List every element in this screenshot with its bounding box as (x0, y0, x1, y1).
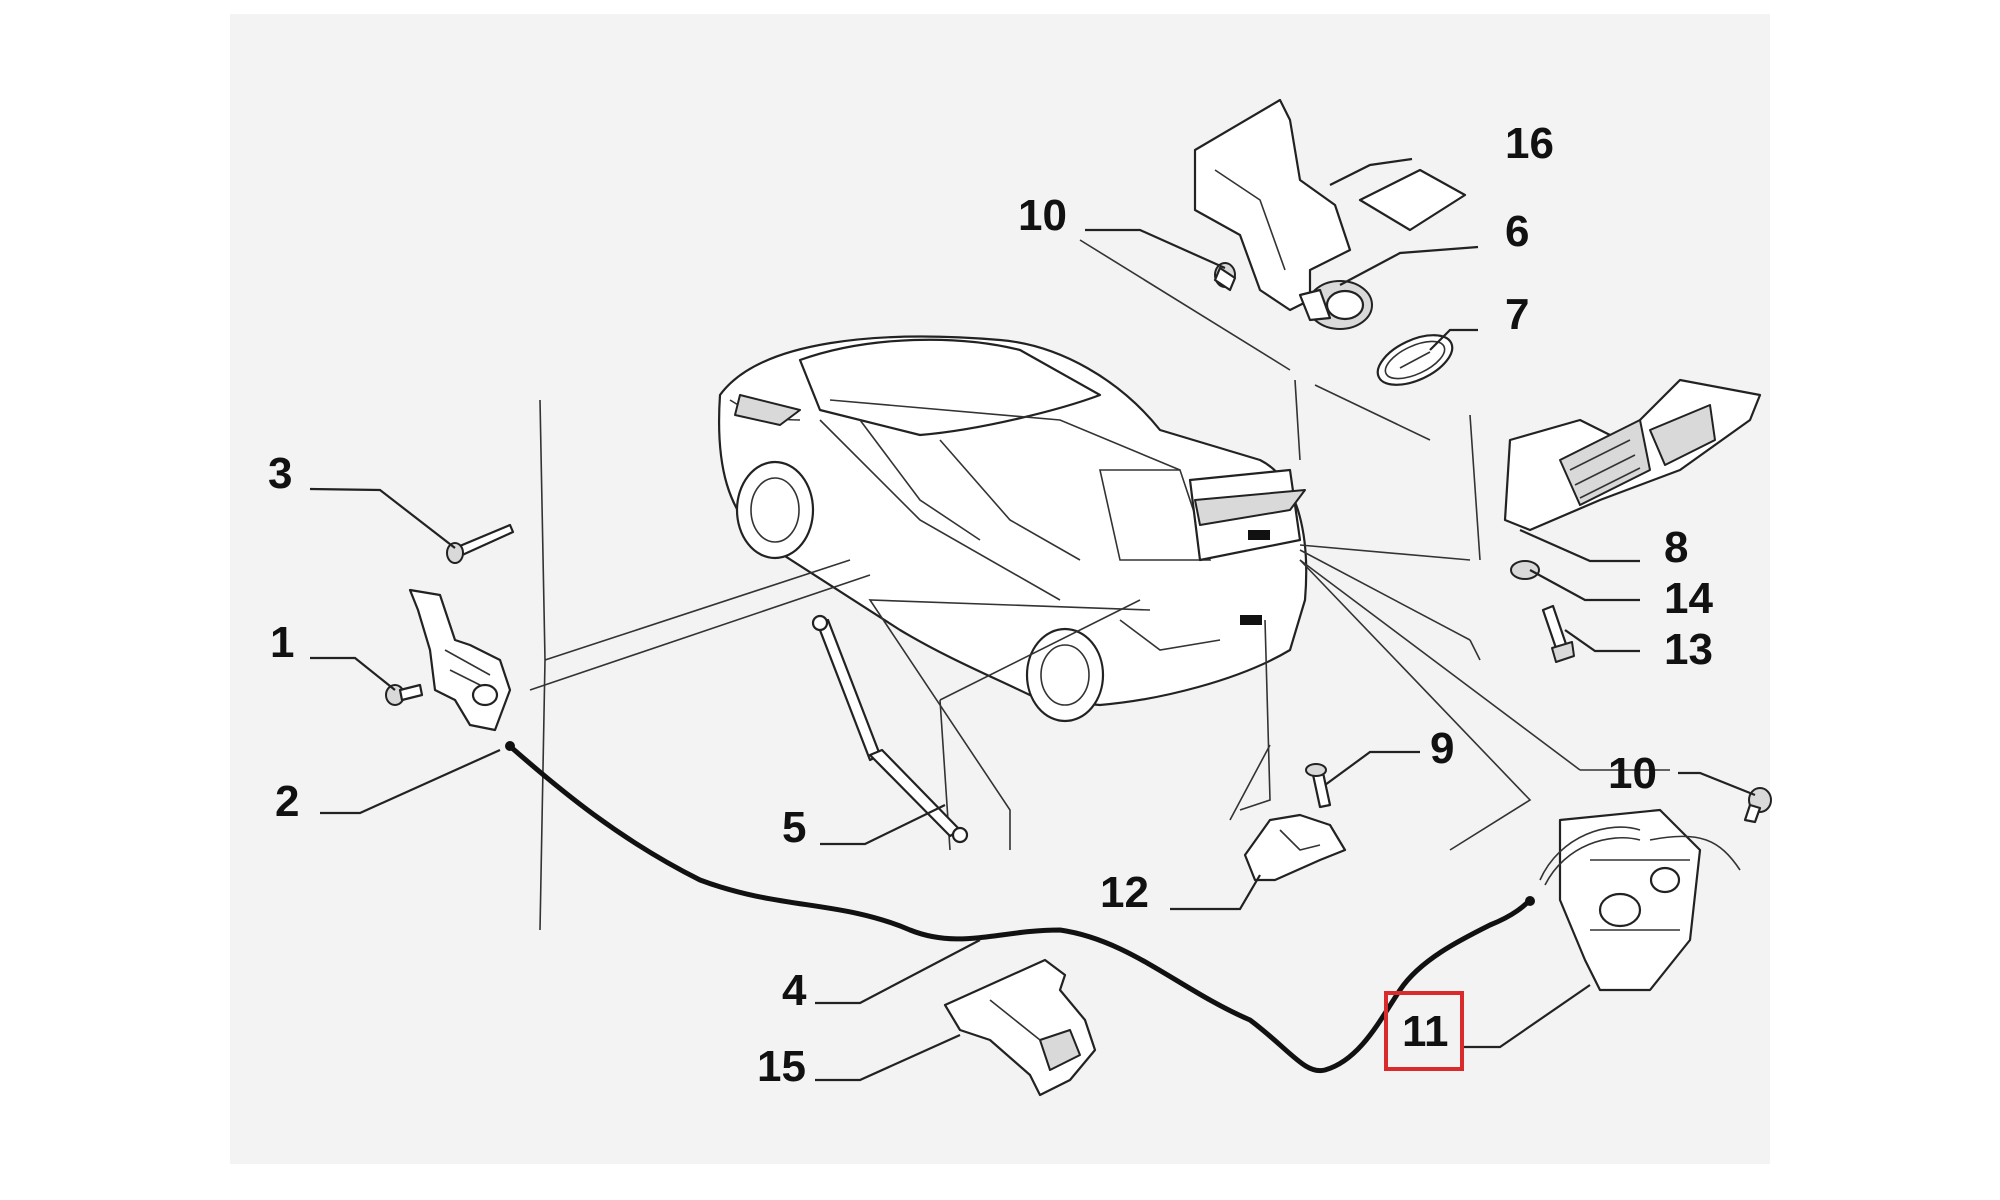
callout-3: 3 (268, 449, 292, 498)
part-12-striker (1243, 813, 1347, 882)
callout-14: 14 (1664, 574, 1713, 623)
leader-lines (309, 157, 1756, 1082)
callout-numbers: 16 10 6 7 3 8 14 1 13 9 10 2 5 12 4 11 1… (268, 119, 1713, 1091)
car-illustration (717, 335, 1308, 723)
part-9-bolt (1305, 763, 1332, 809)
callout-5: 5 (782, 803, 806, 852)
part-5-gas-strut (811, 614, 969, 844)
part-3-rivet (446, 523, 515, 564)
guide-lines (529, 239, 1670, 931)
marker-latch (1240, 615, 1262, 625)
callout-2: 2 (275, 777, 299, 826)
part-8-tray (1503, 378, 1762, 532)
part-7-gasket (1376, 334, 1454, 386)
cable-end-right (1525, 896, 1535, 906)
callout-15: 15 (757, 1042, 806, 1091)
callout-10-lower: 10 (1608, 749, 1657, 798)
cable-end-left (505, 741, 515, 751)
part-13-bolt (1541, 604, 1575, 663)
callout-16: 16 (1505, 119, 1554, 168)
callout-6: 6 (1505, 207, 1529, 256)
part-1-screw (385, 683, 424, 706)
callout-1: 1 (270, 618, 294, 667)
callout-13: 13 (1664, 625, 1713, 674)
callout-4: 4 (782, 966, 807, 1015)
part-16-decal (1358, 168, 1467, 232)
callout-9: 9 (1430, 724, 1454, 773)
callout-11-highlight-box (1384, 991, 1464, 1071)
callout-10-top: 10 (1018, 191, 1067, 240)
marker-lock (1248, 530, 1270, 540)
part-10-screw-top (1213, 262, 1237, 292)
part-15-release-handle (943, 958, 1097, 1097)
part-4-release-cable (509, 745, 1533, 1074)
part-6-lock-bracket (1193, 98, 1373, 330)
callout-12: 12 (1100, 868, 1149, 917)
part-2-hood-latch (408, 588, 512, 732)
part-11-trunk-latch (1539, 808, 1741, 992)
part-14-washer (1510, 560, 1540, 580)
callout-11: 11 (1402, 1007, 1449, 1056)
callout-7: 7 (1505, 290, 1529, 339)
callout-8: 8 (1664, 523, 1688, 572)
